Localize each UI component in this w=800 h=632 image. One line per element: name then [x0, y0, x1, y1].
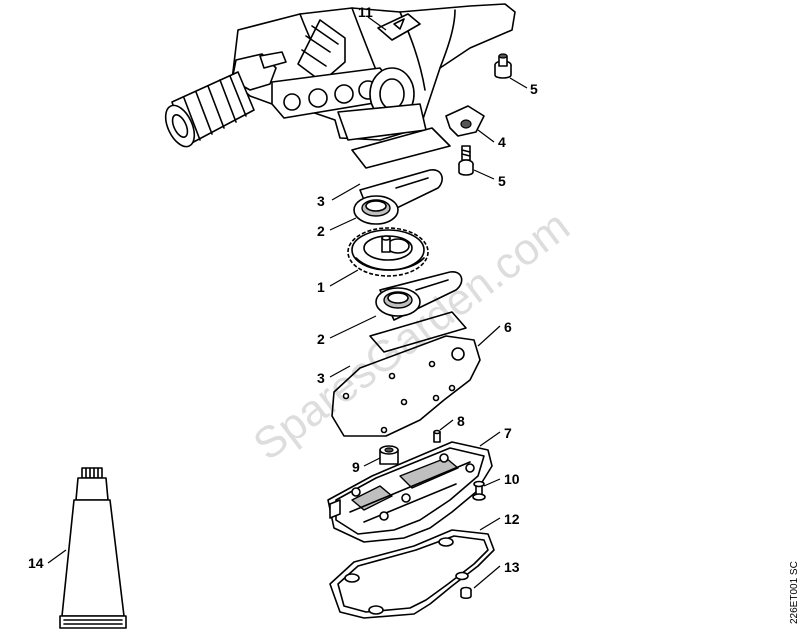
callouts: 11 5 4 5 3 2 1 2 6 3 8 7 9 10 12 14 13: [28, 4, 538, 575]
callout-6: 6: [504, 319, 512, 335]
callout-2-upper: 2: [317, 223, 325, 239]
part-5-screw-lower: [458, 145, 474, 176]
part-4-clip: [445, 105, 485, 137]
callout-3-upper: 3: [317, 193, 325, 209]
part-3-gasket-lower: [369, 311, 467, 353]
part-9-sleeve: [379, 445, 399, 465]
callout-11: 11: [358, 4, 373, 20]
callout-5-lower: 5: [498, 173, 506, 189]
drawing-code: 226ET001 SC: [789, 561, 800, 624]
part-2-crank-upper: [353, 169, 443, 225]
leader-lines: [47, 16, 528, 589]
part-6-gasket-plate: [331, 335, 481, 437]
callout-4: 4: [498, 134, 506, 150]
callout-8: 8: [457, 413, 465, 429]
callout-7: 7: [504, 425, 512, 441]
callout-13: 13: [504, 559, 520, 575]
callout-9: 9: [352, 459, 360, 475]
part-11-label-plate: [377, 13, 421, 41]
callout-1: 1: [317, 279, 325, 295]
callout-10: 10: [504, 471, 520, 487]
part-12-bottom-plate: [329, 529, 495, 619]
callout-14: 14: [28, 555, 44, 571]
shaft-tube: [164, 71, 255, 148]
part-14-grease-tube: [59, 467, 127, 629]
gear-housing: [231, 3, 516, 141]
part-10-screw: [472, 480, 486, 501]
part-3-gasket-upper: [351, 127, 451, 169]
callout-5-upper: 5: [530, 81, 538, 97]
callout-12: 12: [504, 511, 520, 527]
callout-2-lower: 2: [317, 331, 325, 347]
part-5-screw-upper: [494, 53, 512, 79]
part-1-gear: [347, 227, 429, 277]
part-7-cover: [327, 441, 493, 543]
callout-3-lower: 3: [317, 370, 325, 386]
part-2-crank-lower: [375, 271, 463, 321]
part-13-screw: [460, 586, 472, 600]
part-8-pin: [433, 429, 441, 443]
